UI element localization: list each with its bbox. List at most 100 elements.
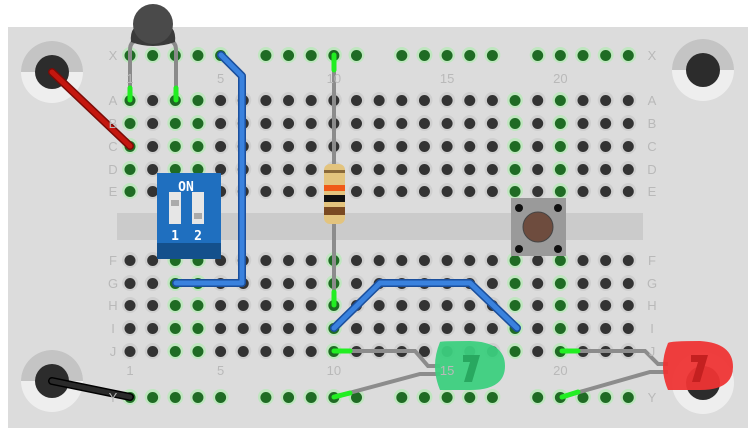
hole[interactable] (575, 115, 591, 131)
hole[interactable] (280, 161, 297, 177)
hole[interactable] (257, 161, 274, 177)
hole[interactable] (507, 343, 524, 359)
hole[interactable] (348, 138, 365, 154)
hole[interactable] (144, 252, 161, 268)
hole[interactable] (371, 183, 388, 199)
hole[interactable] (144, 138, 161, 154)
hole[interactable] (461, 115, 478, 131)
hole[interactable] (439, 92, 456, 108)
hole[interactable] (461, 389, 478, 405)
hole[interactable] (257, 389, 274, 405)
hole[interactable] (620, 47, 637, 63)
hole[interactable] (529, 47, 546, 63)
hole[interactable] (348, 92, 365, 108)
hole[interactable] (167, 115, 184, 131)
hole[interactable] (552, 115, 569, 131)
hole[interactable] (552, 161, 569, 177)
hole[interactable] (529, 183, 546, 199)
hole[interactable] (620, 389, 637, 405)
hole[interactable] (303, 343, 320, 359)
hole[interactable] (461, 183, 478, 199)
hole[interactable] (257, 138, 274, 154)
hole[interactable] (122, 252, 138, 268)
hole[interactable] (303, 389, 320, 405)
black-wire[interactable] (49, 378, 133, 400)
hole[interactable] (461, 320, 478, 336)
hole[interactable] (597, 389, 614, 405)
hole[interactable] (348, 161, 365, 177)
hole[interactable] (416, 389, 433, 405)
hole[interactable] (552, 138, 569, 154)
hole[interactable] (529, 343, 546, 359)
hole[interactable] (189, 138, 206, 154)
hole[interactable] (280, 92, 297, 108)
hole[interactable] (484, 92, 501, 108)
hole[interactable] (189, 92, 206, 108)
hole[interactable] (348, 183, 365, 199)
hole[interactable] (529, 297, 546, 313)
hole[interactable] (212, 138, 229, 154)
hole[interactable] (122, 161, 138, 177)
hole[interactable] (507, 138, 524, 154)
hole[interactable] (393, 297, 410, 313)
hole[interactable] (257, 297, 274, 313)
ceramic-capacitor[interactable] (127, 4, 179, 103)
hole[interactable] (597, 275, 614, 291)
hole[interactable] (257, 320, 274, 336)
blue-wire-1[interactable] (173, 52, 245, 286)
hole[interactable] (189, 389, 206, 405)
hole[interactable] (280, 252, 297, 268)
hole[interactable] (303, 161, 320, 177)
hole[interactable] (575, 275, 591, 291)
hole[interactable] (439, 297, 456, 313)
hole[interactable] (507, 92, 524, 108)
hole[interactable] (393, 252, 410, 268)
hole[interactable] (575, 252, 591, 268)
hole[interactable] (620, 275, 637, 291)
red-led[interactable] (559, 341, 733, 400)
hole[interactable] (507, 183, 524, 199)
hole[interactable] (461, 138, 478, 154)
hole[interactable] (529, 320, 546, 336)
hole[interactable] (235, 343, 252, 359)
hole[interactable] (144, 183, 161, 199)
hole[interactable] (144, 275, 161, 291)
hole[interactable] (393, 161, 410, 177)
hole[interactable] (597, 161, 614, 177)
hole[interactable] (575, 138, 591, 154)
hole[interactable] (597, 297, 614, 313)
hole[interactable] (575, 92, 591, 108)
hole[interactable] (507, 161, 524, 177)
hole[interactable] (484, 161, 501, 177)
hole[interactable] (439, 115, 456, 131)
hole[interactable] (122, 320, 138, 336)
hole[interactable] (529, 161, 546, 177)
push-button[interactable] (511, 198, 566, 256)
hole[interactable] (507, 297, 524, 313)
hole[interactable] (371, 115, 388, 131)
hole[interactable] (529, 115, 546, 131)
hole[interactable] (303, 252, 320, 268)
hole[interactable] (484, 115, 501, 131)
hole[interactable] (620, 115, 637, 131)
hole[interactable] (461, 161, 478, 177)
hole[interactable] (280, 275, 297, 291)
hole[interactable] (348, 47, 365, 63)
hole[interactable] (144, 161, 161, 177)
hole[interactable] (280, 297, 297, 313)
hole[interactable] (348, 275, 365, 291)
hole[interactable] (484, 389, 501, 405)
hole[interactable] (348, 115, 365, 131)
hole[interactable] (212, 320, 229, 336)
hole[interactable] (212, 92, 229, 108)
hole[interactable] (189, 297, 206, 313)
hole[interactable] (280, 320, 297, 336)
hole[interactable] (212, 343, 229, 359)
hole[interactable] (416, 47, 433, 63)
hole[interactable] (189, 47, 206, 63)
hole[interactable] (597, 320, 614, 336)
hole[interactable] (167, 297, 184, 313)
hole[interactable] (552, 297, 569, 313)
hole[interactable] (393, 115, 410, 131)
hole[interactable] (280, 389, 297, 405)
